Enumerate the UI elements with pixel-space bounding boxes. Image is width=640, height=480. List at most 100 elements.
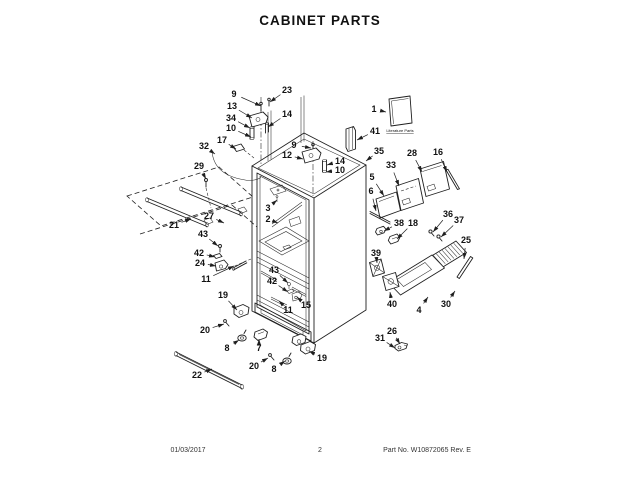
callout-number-30: 30 — [441, 299, 451, 309]
top-hinge-left — [248, 97, 272, 164]
callout-leader-36 — [432, 219, 444, 233]
callout-number-20: 20 — [200, 325, 210, 335]
callout-number-39: 39 — [371, 248, 381, 258]
grille-slot — [436, 253, 446, 264]
base-roller-right-group — [268, 333, 316, 365]
literature-booklet-part-1: Literature Parts — [386, 95, 414, 133]
callout-leader-9 — [241, 96, 262, 107]
damper-part-40 — [382, 272, 400, 291]
callout-leader-17 — [228, 144, 237, 150]
callout-leader-37 — [440, 225, 454, 238]
callout-leader-5 — [375, 183, 385, 197]
footer-part-number: Part No. W10872065 Rev. E — [383, 447, 471, 454]
callout-number-31: 31 — [375, 333, 385, 343]
callout-leader-30 — [449, 290, 456, 298]
callout-leader-28 — [415, 159, 423, 173]
page-footer: 01/03/2017 2 Part No. W10872065 Rev. E — [0, 447, 640, 459]
clips-38-18 — [375, 225, 401, 245]
callout-leader-11 — [278, 300, 285, 307]
base-roller-left-group — [223, 304, 268, 342]
cover-panel-28-16 — [419, 161, 460, 197]
callout-leader-43 — [209, 238, 219, 247]
callout-number-43: 43 — [269, 265, 279, 275]
callout-leader-33 — [393, 172, 400, 187]
callout-leader-4 — [422, 296, 429, 304]
callout-leader-18 — [396, 228, 408, 240]
callout-leader-1 — [379, 108, 387, 113]
callout-leader-15 — [296, 296, 303, 303]
callout-leader-40 — [389, 291, 393, 299]
callout-number-11: 11 — [201, 274, 211, 284]
callout-leader-23 — [269, 94, 281, 103]
callout-leader-31 — [386, 342, 396, 349]
cover-panel-5-6 — [369, 191, 401, 225]
grille-slot — [438, 251, 449, 263]
callout-number-12: 12 — [282, 150, 292, 160]
callout-number-42: 42 — [194, 248, 204, 258]
grille-slot — [450, 244, 461, 256]
callout-number-21: 21 — [169, 220, 179, 230]
callout-number-10: 10 — [226, 123, 236, 133]
callout-number-25: 25 — [461, 235, 471, 245]
callout-leader-20 — [212, 323, 225, 328]
callout-number-18: 18 — [408, 218, 418, 228]
callout-leader-6 — [372, 198, 377, 212]
callout-leader-42 — [278, 285, 289, 293]
callout-leader-9 — [301, 144, 312, 149]
rail-parts-21-27 — [145, 186, 248, 228]
shim-part-17 — [232, 143, 255, 159]
callout-leader-20 — [260, 357, 269, 363]
grille-slot — [447, 246, 458, 257]
callout-number-7: 7 — [256, 343, 261, 353]
shim-part-41 — [345, 126, 356, 152]
cabinet-outline — [251, 132, 367, 344]
callout-number-9: 9 — [291, 140, 296, 150]
grille-slot — [441, 250, 452, 261]
callout-number-33: 33 — [386, 160, 396, 170]
callout-leader-8 — [278, 360, 286, 367]
callout-number-9: 9 — [231, 89, 236, 99]
screw-part-29 — [204, 178, 212, 209]
callout-number-15: 15 — [301, 300, 311, 310]
callout-leader-25 — [462, 247, 467, 260]
callout-number-8: 8 — [271, 364, 276, 374]
callout-number-43: 43 — [198, 229, 208, 239]
callout-leader-42 — [206, 253, 216, 258]
callout-number-28: 28 — [407, 148, 417, 158]
callout-leader-10 — [238, 130, 252, 138]
grille-slot — [444, 248, 455, 259]
callout-leader-26 — [395, 337, 401, 345]
callout-leader-10 — [325, 169, 333, 174]
callout-number-35: 35 — [374, 146, 384, 156]
screws-36-37 — [428, 229, 443, 242]
retainer-rod-part-25 — [456, 256, 474, 279]
callout-leader-29 — [201, 172, 207, 180]
callout-number-19: 19 — [218, 290, 228, 300]
callout-leader-35 — [365, 155, 373, 162]
callout-leader-12 — [294, 155, 304, 160]
callout-leader-16 — [440, 159, 448, 173]
callout-number-14: 14 — [335, 156, 345, 166]
callout-number-14: 14 — [282, 109, 292, 119]
callout-number-1: 1 — [371, 104, 376, 114]
callout-number-24: 24 — [195, 258, 205, 268]
base-grille-4-30 — [387, 240, 467, 296]
callout-number-4: 4 — [416, 305, 421, 315]
tube-part-32 — [211, 150, 262, 181]
callout-leader-3 — [271, 199, 278, 206]
literature-parts-label: Literature Parts — [386, 128, 413, 133]
callout-leader-32 — [208, 148, 216, 155]
callout-leader-19 — [228, 300, 238, 311]
callout-number-17: 17 — [217, 135, 227, 145]
callout-leader-11 — [213, 265, 235, 276]
footer-page-number: 2 — [318, 447, 322, 454]
footer-date: 01/03/2017 — [170, 447, 206, 454]
top-hinge-center — [300, 95, 327, 196]
callout-number-11: 11 — [283, 305, 293, 315]
icemaker-dashed-area — [126, 166, 258, 235]
callout-leader-24 — [207, 262, 217, 267]
callout-number-2: 2 — [265, 214, 270, 224]
callout-leader-41 — [356, 134, 369, 141]
